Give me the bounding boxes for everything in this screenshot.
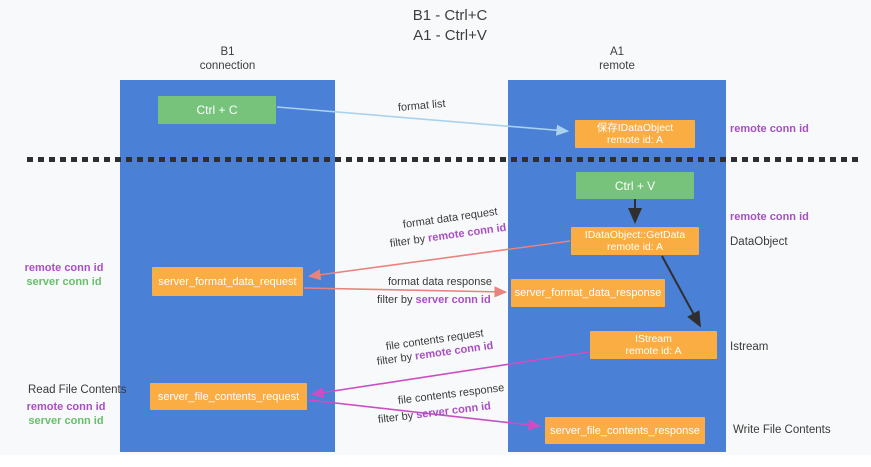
flow-label-format-list: format list xyxy=(397,97,447,114)
box-server-file-contents-response-label: server_file_contents_response xyxy=(550,424,700,437)
box-server-format-data-response-label: server_format_data_response xyxy=(514,287,662,299)
filter-by-text: filter by xyxy=(389,232,429,250)
session-divider-dashed-line xyxy=(27,157,860,162)
read-file-contents-label: Read File Contents xyxy=(28,384,127,396)
box-idataobject-getdata: IDataObject::GetData remote id: A xyxy=(571,227,699,255)
left-remote-conn-id-upper: remote conn id xyxy=(24,262,104,274)
box-istream-line2: remote id: A xyxy=(625,345,682,357)
box-server-format-data-request: server_format_data_request xyxy=(152,267,303,296)
filter-by-text: filter by xyxy=(377,409,417,426)
flow-label-format-data-response: format data response xyxy=(388,276,492,288)
diagram-title: B1 - Ctrl+C A1 - Ctrl+V xyxy=(310,6,590,46)
write-file-contents-label: Write File Contents xyxy=(733,424,831,436)
box-idataobject-getdata-line1: IDataObject::GetData xyxy=(584,228,686,241)
left-conn-id-pair-upper: remote conn id server conn id xyxy=(16,261,112,289)
box-ctrl-c: Ctrl + C xyxy=(158,96,276,124)
box-ctrl-v: Ctrl + V xyxy=(576,172,694,199)
column-header-b1-role: connection xyxy=(199,60,256,72)
box-idataobject-getdata-line2: remote id: A xyxy=(606,241,664,253)
box-server-file-contents-request-label: server_file_contents_request xyxy=(157,390,300,403)
bottom-strip xyxy=(0,455,871,467)
box-save-idataobject-line1: 保存IDataObject xyxy=(596,121,674,134)
box-server-file-contents-request: server_file_contents_request xyxy=(150,383,307,410)
box-save-idataobject-line2: remote id: A xyxy=(606,134,664,146)
box-istream: IStream remote id: A xyxy=(590,331,717,359)
filter-by-text: filter by xyxy=(377,294,416,306)
column-header-a1: A1 remote xyxy=(508,45,726,73)
column-header-a1-name: A1 xyxy=(609,46,625,58)
filter-by-text: filter by xyxy=(376,350,416,368)
flow-label-filter-server-1: filter by server conn id xyxy=(377,294,491,306)
left-remote-conn-id-lower: remote conn id xyxy=(26,401,106,413)
box-server-format-data-response: server_format_data_response xyxy=(511,279,665,307)
box-ctrl-v-label: Ctrl + V xyxy=(614,178,656,193)
box-server-file-contents-response: server_file_contents_response xyxy=(545,417,705,444)
flow-label-filter-server-2: filter by server conn id xyxy=(377,400,491,426)
dataobject-label: DataObject xyxy=(730,236,788,248)
title-line-1: B1 - Ctrl+C xyxy=(412,7,488,24)
box-ctrl-c-label: Ctrl + C xyxy=(196,103,238,117)
left-server-conn-id-upper: server conn id xyxy=(26,276,102,288)
title-line-2: A1 - Ctrl+V xyxy=(413,27,487,44)
right-remote-conn-id-lower: remote conn id xyxy=(730,211,809,223)
right-remote-conn-id-upper: remote conn id xyxy=(730,123,809,135)
left-server-conn-id-lower: server conn id xyxy=(28,415,104,427)
box-server-format-data-request-label: server_format_data_request xyxy=(158,275,297,288)
box-istream-line1: IStream xyxy=(635,332,672,345)
column-header-b1-name: B1 xyxy=(220,46,235,58)
column-header-a1-role: remote xyxy=(599,60,635,72)
istream-label: Istream xyxy=(730,341,769,353)
box-save-idataobject: 保存IDataObject remote id: A xyxy=(575,120,695,148)
column-header-b1: B1 connection xyxy=(120,45,335,73)
left-conn-id-pair-lower: remote conn id server conn id xyxy=(18,400,114,428)
server-conn-id-text: server conn id xyxy=(415,294,491,306)
